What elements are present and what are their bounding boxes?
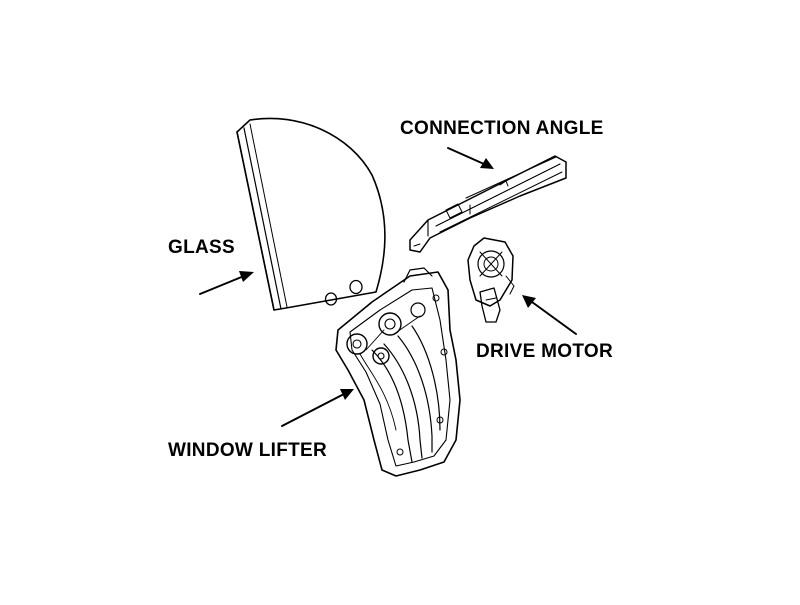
drive-motor-label: DRIVE MOTOR: [476, 341, 614, 362]
connection-angle-part: [409, 155, 567, 253]
drive-motor-part: [467, 237, 515, 323]
pulley: [372, 347, 390, 365]
pulley: [378, 312, 402, 336]
glass-label: GLASS: [168, 237, 235, 258]
arrow-window-lifter: [281, 389, 354, 427]
window-lifter-part: [335, 267, 461, 477]
glass-hole: [349, 279, 363, 295]
glass-panel: [236, 117, 386, 311]
arrow-connection-angle: [447, 147, 494, 169]
glass-hole: [324, 292, 338, 306]
pulley: [346, 333, 368, 355]
connection-angle-label: CONNECTION ANGLE: [400, 118, 604, 139]
window-lifter-label: WINDOW LIFTER: [168, 440, 328, 461]
arrow-glass: [199, 271, 254, 295]
arrow-drive-motor: [522, 295, 577, 335]
